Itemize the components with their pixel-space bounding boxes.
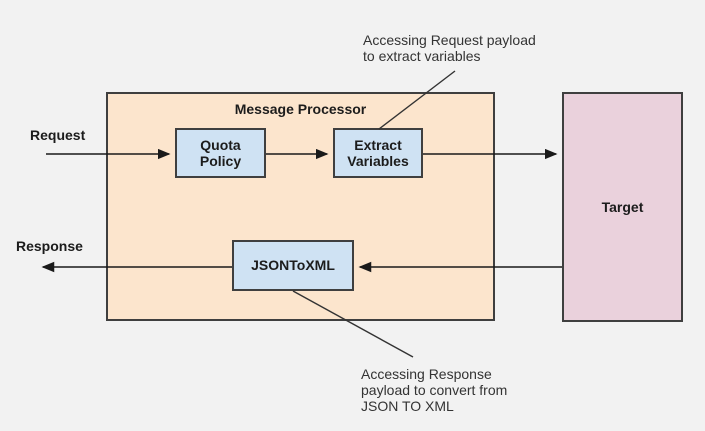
extract-variables-label: Extract Variables — [347, 136, 409, 169]
response-annotation-line — [292, 290, 414, 358]
quota-policy-node: Quota Policy — [175, 128, 266, 178]
extract-variables-node: Extract Variables — [333, 128, 423, 178]
request-annotation-line — [378, 70, 456, 130]
request-label: Request — [30, 127, 86, 143]
target-label: Target — [601, 199, 644, 215]
response-annotation: Accessing Response payload to convert fr… — [361, 366, 508, 414]
jsontoxml-node: JSONToXML — [232, 240, 354, 291]
jsontoxml-label: JSONToXML — [251, 257, 335, 274]
quota-policy-label: Quota Policy — [199, 136, 242, 169]
response-label: Response — [16, 238, 83, 254]
message-processor-title: Message Processor — [234, 101, 367, 117]
target-box: Target — [562, 92, 683, 322]
request-annotation: Accessing Request payload to extract var… — [363, 32, 536, 64]
